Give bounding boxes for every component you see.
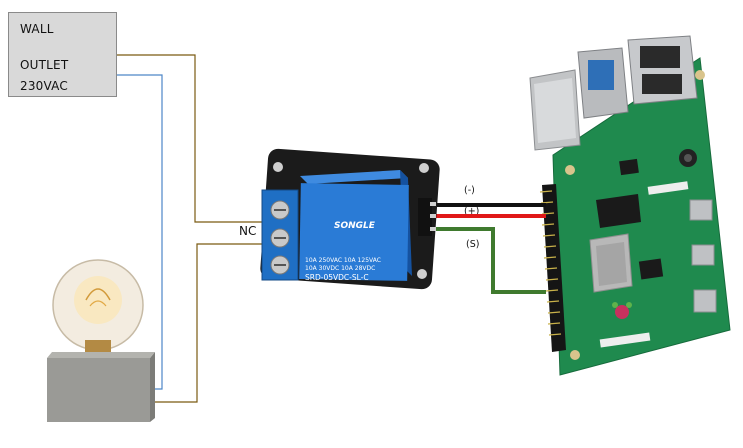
relay-header-pins — [418, 198, 436, 236]
ethernet-port — [529, 69, 581, 151]
raspberry-pi-board — [529, 35, 731, 376]
pin-label-plus: (+) — [464, 206, 480, 217]
screw-terminal — [261, 189, 299, 281]
lightbulb — [52, 259, 144, 358]
gpio-header — [539, 184, 566, 352]
usb-port-black — [627, 35, 698, 105]
wire-live-lamp — [148, 243, 268, 403]
relay-module: SONGLE 10A 250VAC 10A 125VAC 10A 30VDC 1… — [260, 148, 440, 290]
relay-nc-label: NC — [239, 224, 257, 238]
concrete-lamp-base — [47, 352, 155, 422]
relay-brand-text: SONGLE — [334, 221, 376, 231]
relay-cube: SONGLE 10A 250VAC 10A 125VAC 10A 30VDC 1… — [299, 170, 412, 282]
pin-label-minus: (-) — [464, 185, 475, 196]
lamp — [47, 259, 155, 422]
outlet-label-outlet: OUTLET — [20, 58, 69, 72]
pi-soc-chip — [589, 233, 633, 293]
outlet-label-wall: WALL — [20, 22, 54, 36]
relay-rating-line1: 10A 250VAC 10A 125VAC — [305, 257, 381, 264]
relay-rating-line2: 10A 30VDC 10A 28VDC — [305, 265, 375, 272]
wire-live — [117, 54, 268, 223]
wire-signal — [430, 227, 546, 294]
wall-outlet-box: WALL OUTLET 230VAC — [8, 12, 117, 97]
usb-port-blue — [577, 47, 629, 119]
pin-label-signal: (S) — [466, 239, 480, 250]
relay-model-text: SRD-05VDC-SL-C — [305, 273, 369, 282]
outlet-label-voltage: 230VAC — [20, 79, 68, 93]
